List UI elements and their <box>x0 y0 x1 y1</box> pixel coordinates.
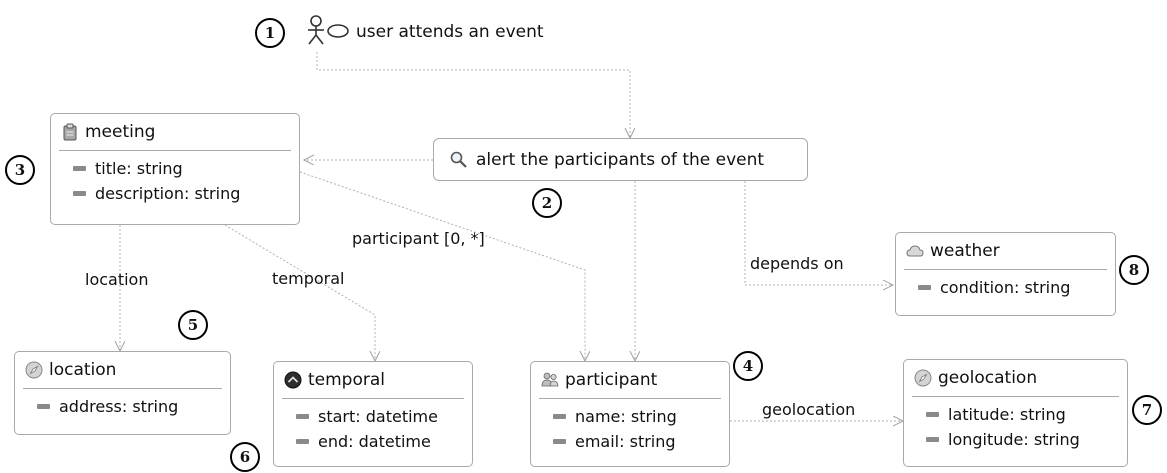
edge-label-depends-on: depends on <box>750 254 844 273</box>
edge-label-participant: participant [0, *] <box>352 229 485 248</box>
edge-meeting-to-temporal <box>224 224 375 361</box>
edge-label-temporal: temporal <box>272 269 345 288</box>
attribute-label: address: string <box>59 397 179 416</box>
attribute-icon <box>296 439 309 444</box>
attribute-label: latitude: string <box>948 405 1066 424</box>
attribute-icon <box>553 414 566 419</box>
entity-geolocation[interactable]: geolocation latitude: string longitude: … <box>903 359 1128 467</box>
magnifier-icon <box>450 151 467 168</box>
compass-icon <box>25 361 43 379</box>
step-badge-4: 4 <box>733 351 763 381</box>
people-icon <box>541 372 559 387</box>
step-badge-2: 2 <box>532 188 562 218</box>
clock-icon <box>284 371 302 389</box>
step-badge-8: 8 <box>1119 255 1149 285</box>
entity-title: temporal <box>308 370 386 390</box>
attribute-icon <box>553 439 566 444</box>
attribute-icon <box>926 437 939 442</box>
attribute-label: longitude: string <box>948 430 1080 449</box>
cloud-icon <box>906 245 924 257</box>
attribute-row[interactable]: condition: string <box>918 275 1115 300</box>
attribute-row[interactable]: latitude: string <box>926 402 1127 427</box>
attribute-row[interactable]: description: string <box>73 181 299 206</box>
entity-title: geolocation <box>938 368 1038 388</box>
attribute-icon <box>296 414 309 419</box>
attribute-label: title: string <box>95 159 183 178</box>
attribute-label: end: datetime <box>318 432 431 451</box>
actor-label: user attends an event <box>356 22 544 42</box>
step-badge-5: 5 <box>178 310 208 340</box>
attribute-label: description: string <box>95 184 241 203</box>
step-badge-3: 3 <box>5 155 35 185</box>
goal-box[interactable]: alert the participants of the event <box>433 138 808 181</box>
attribute-row[interactable]: title: string <box>73 156 299 181</box>
attribute-label: email: string <box>575 432 676 451</box>
attribute-row[interactable]: longitude: string <box>926 427 1127 452</box>
edge-label-geolocation: geolocation <box>762 400 856 419</box>
entity-title: location <box>49 360 117 380</box>
attribute-icon <box>926 412 939 417</box>
divider <box>539 398 721 399</box>
divider <box>282 398 464 399</box>
entity-title: weather <box>930 241 1000 261</box>
attribute-icon <box>73 166 86 171</box>
entity-weather[interactable]: weather condition: string <box>895 232 1116 316</box>
step-badge-7: 7 <box>1132 395 1162 425</box>
compass-icon <box>914 369 932 387</box>
entity-title: meeting <box>85 122 156 142</box>
step-badge-1: 1 <box>255 18 285 48</box>
attribute-row[interactable]: name: string <box>553 404 729 429</box>
attribute-label: condition: string <box>940 278 1071 297</box>
attribute-label: name: string <box>575 407 677 426</box>
attribute-row[interactable]: address: string <box>37 394 230 419</box>
entity-title: participant <box>565 370 658 390</box>
attribute-icon <box>918 285 931 290</box>
entity-temporal[interactable]: temporal start: datetime end: datetime <box>273 361 473 467</box>
entity-meeting[interactable]: meeting title: string description: strin… <box>50 113 300 225</box>
attribute-icon <box>73 191 86 196</box>
divider <box>59 150 291 151</box>
attribute-label: start: datetime <box>318 407 438 426</box>
attribute-row[interactable]: start: datetime <box>296 404 472 429</box>
divider <box>23 388 222 389</box>
stick-figure-icon <box>308 15 349 45</box>
entity-participant[interactable]: participant name: string email: string <box>530 361 730 467</box>
attribute-row[interactable]: email: string <box>553 429 729 454</box>
goal-label: alert the participants of the event <box>476 149 765 170</box>
edge-actor-to-goal <box>316 52 630 138</box>
attribute-icon <box>37 404 50 409</box>
entity-location[interactable]: location address: string <box>14 351 231 435</box>
step-badge-6: 6 <box>230 442 260 472</box>
attribute-row[interactable]: end: datetime <box>296 429 472 454</box>
edge-goal-to-weather <box>744 181 893 285</box>
divider <box>904 269 1107 270</box>
edge-meeting-to-participant <box>299 171 585 361</box>
clipboard-icon <box>63 123 77 141</box>
divider <box>912 396 1119 397</box>
edge-label-location: location <box>85 270 149 289</box>
